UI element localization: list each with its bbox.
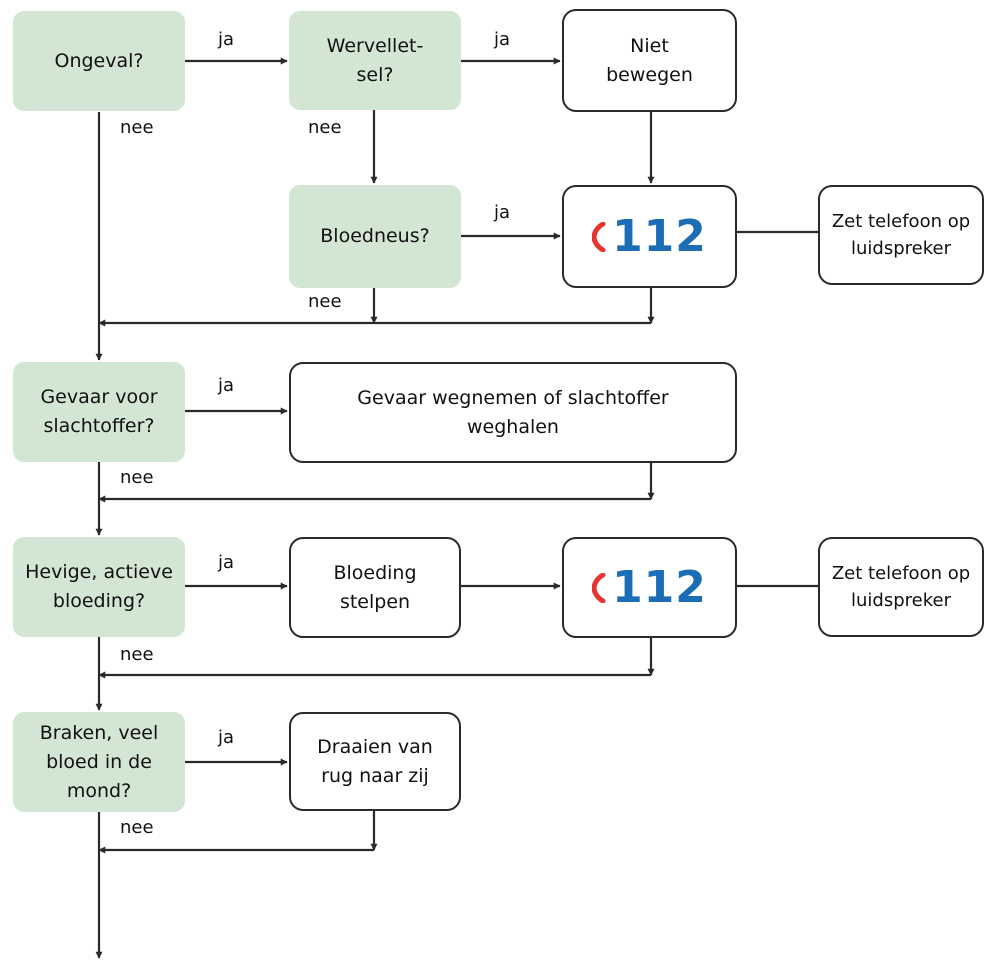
action-gevaar-wegnemen: Gevaar wegnemen of slachtoffer weghalen (289, 362, 737, 463)
decision-ongeval-label: Ongeval? (54, 49, 144, 72)
edge-label-ja: ja (494, 202, 511, 223)
edge-label-nee: nee (120, 117, 154, 138)
edge-label-nee: nee (120, 817, 154, 838)
decision-gevaar: Gevaar voor slachtoffer? (13, 362, 185, 462)
edge-label-ja: ja (494, 29, 511, 50)
decision-bloeding-label: Hevige, actieve bloeding? (25, 561, 173, 612)
action-draaien-label: Draaien van rug naar zij (317, 735, 433, 787)
emergency-112-box-a: 112 (562, 185, 737, 288)
edge-label-nee: nee (120, 467, 154, 488)
edge-label-ja: ja (218, 727, 235, 748)
decision-ongeval: Ongeval? (13, 11, 185, 111)
edge-label-ja: ja (218, 29, 235, 50)
emergency-number-b: 112 (612, 561, 707, 613)
decision-gevaar-label: Gevaar voor slachtoffer? (40, 386, 158, 437)
phone-handset-icon (592, 572, 606, 603)
edge-label-nee: nee (308, 291, 342, 312)
action-bloeding-stelpen: Bloeding stelpen (289, 537, 461, 638)
action-bloeding-stelpen-label: Bloeding stelpen (333, 561, 417, 613)
decision-bloeding: Hevige, actieve bloeding? (13, 537, 185, 637)
edge-label-nee: nee (308, 117, 342, 138)
edge-label-ja: ja (218, 375, 235, 396)
phone-handset-icon (592, 221, 606, 252)
emergency-112-box-b: 112 (562, 537, 737, 638)
action-draaien: Draaien van rug naar zij (289, 712, 461, 811)
action-speaker-b-label: Zet telefoon op luidspreker (831, 563, 971, 611)
action-speaker-a: Zet telefoon op luidspreker (818, 185, 984, 285)
action-gevaar-wegnemen-label: Gevaar wegnemen of slachtoffer weghalen (357, 386, 669, 438)
decision-braken-label: Braken, veel bloed in de mond? (39, 721, 159, 802)
decision-braken: Braken, veel bloed in de mond? (13, 712, 185, 812)
decision-bloedneus: Bloedneus? (289, 185, 461, 288)
action-niet-bewegen: Niet bewegen (562, 9, 737, 112)
emergency-number-a: 112 (612, 210, 707, 262)
edge-label-nee: nee (120, 644, 154, 665)
action-speaker-a-label: Zet telefoon op luidspreker (831, 211, 971, 259)
decision-bloedneus-label: Bloedneus? (320, 225, 430, 247)
edge-label-ja: ja (218, 552, 235, 573)
decision-wervelletsel-label: Wervellet- sel? (326, 34, 424, 86)
decision-wervelletsel: Wervellet- sel? (289, 11, 461, 110)
action-niet-bewegen-label: Niet bewegen (606, 34, 693, 86)
action-speaker-b: Zet telefoon op luidspreker (818, 537, 984, 637)
